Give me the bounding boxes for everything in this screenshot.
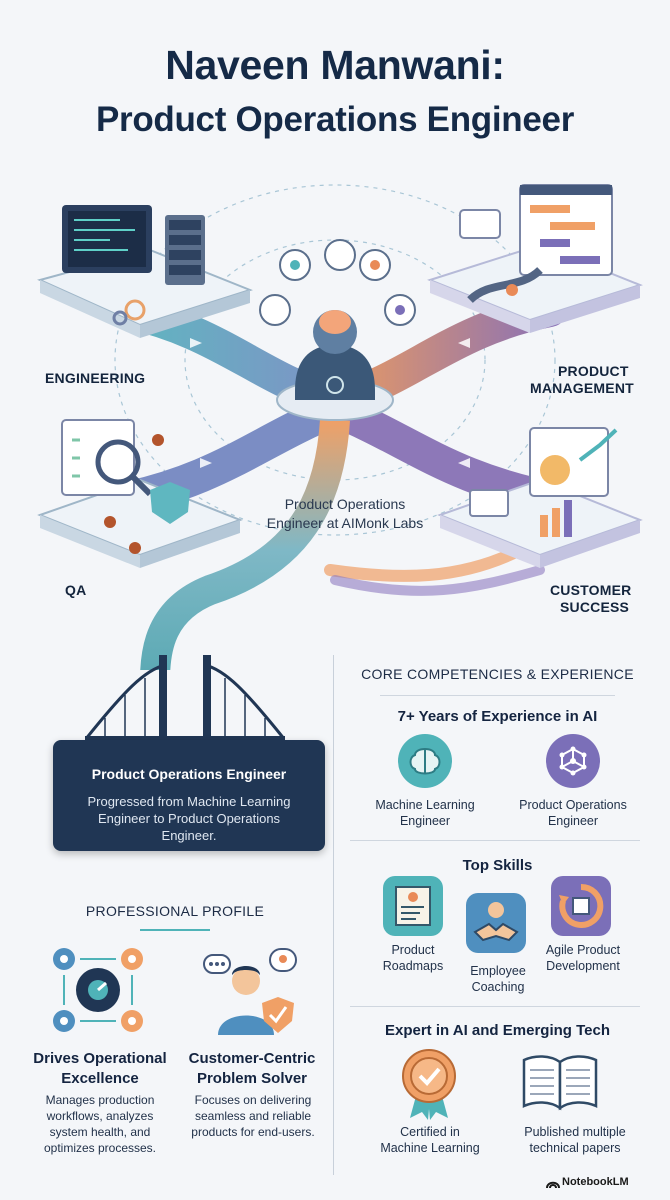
expert-title: Expert in AI and Emerging Tech bbox=[384, 1022, 611, 1039]
core-title: CORE COMPETENCIES & EXPERIENCE bbox=[361, 666, 634, 682]
role-po: Product Operations Engineer bbox=[503, 797, 643, 829]
skill-coaching: Employee Coaching bbox=[450, 963, 546, 995]
skill-agile-line-1: Agile Product bbox=[545, 943, 621, 957]
cust-heading-line-1: Customer-Centric bbox=[188, 1050, 316, 1067]
road-arrows bbox=[190, 338, 470, 468]
role-po-line-1: Product Operations bbox=[519, 798, 627, 812]
skill-coaching-line-1: Employee bbox=[470, 964, 526, 978]
papers-line-2: technical papers bbox=[529, 1141, 621, 1155]
cust-heading: Customer-Centric Problem Solver bbox=[172, 1049, 332, 1089]
skill-agile-line-2: Development bbox=[546, 959, 620, 973]
qa-platform bbox=[37, 419, 243, 568]
hub-label-cs-2: SUCCESS bbox=[560, 599, 630, 615]
gears-cycle-icon bbox=[53, 948, 143, 1032]
hub-label-engineering: ENGINEERING bbox=[45, 370, 146, 386]
ops-heading-line-1: Drives Operational bbox=[33, 1050, 167, 1067]
agile-cycle-icon bbox=[551, 876, 611, 936]
person-head-icon bbox=[276, 310, 394, 421]
skills-title: Top Skills bbox=[462, 857, 533, 874]
bridge-icon bbox=[85, 655, 285, 742]
brand-label: NotebookLM bbox=[562, 1176, 629, 1188]
papers: Published multiple technical papers bbox=[505, 1124, 645, 1156]
open-book-icon bbox=[522, 1055, 598, 1111]
notebooklm-logo-icon bbox=[546, 1181, 560, 1189]
center-label: Product Operations Engineer at AIMonk La… bbox=[250, 495, 440, 533]
skill-roadmaps-line-1: Product bbox=[391, 943, 435, 957]
ops-body: Manages production workflows, analyzes s… bbox=[43, 1093, 157, 1155]
roadmap-icon bbox=[383, 876, 443, 936]
hub-label-cs-1: CUSTOMER bbox=[550, 582, 632, 598]
skill-roadmaps-line-2: Roadmaps bbox=[382, 959, 444, 973]
certificate-badge-icon bbox=[402, 1049, 456, 1120]
experience-title: 7+ Years of Experience in AI bbox=[397, 708, 598, 725]
ops-heading: Drives Operational Excellence bbox=[20, 1049, 180, 1089]
hub-label-product-1: PRODUCT bbox=[558, 363, 629, 379]
product-platform bbox=[427, 184, 643, 333]
column-divider bbox=[333, 655, 334, 1175]
engineering-platform bbox=[37, 205, 253, 338]
cust-body: Focuses on delivering seamless and relia… bbox=[191, 1093, 315, 1139]
skill-agile: Agile Product Development bbox=[528, 942, 638, 974]
role-ml: Machine Learning Engineer bbox=[355, 797, 495, 829]
role-ml-line-2: Engineer bbox=[399, 814, 451, 828]
title-line-2: Product Operations Engineer bbox=[95, 100, 575, 139]
cert-ml-line-2: Machine Learning bbox=[380, 1141, 480, 1155]
profile-title: PROFESSIONAL PROFILE bbox=[85, 903, 265, 919]
role-card-body: Progressed from Machine Learning Enginee… bbox=[87, 794, 291, 843]
title-line-1: Naveen Manwani: bbox=[165, 42, 505, 88]
hub-illustration bbox=[37, 184, 643, 670]
role-po-line-2: Engineer bbox=[547, 814, 599, 828]
skills-rule bbox=[350, 1006, 640, 1007]
role-card-heading: Product Operations Engineer bbox=[91, 766, 287, 782]
role-ml-line-1: Machine Learning bbox=[375, 798, 475, 812]
profile-title-rule bbox=[140, 929, 210, 931]
cert-ml: Certified in Machine Learning bbox=[360, 1124, 500, 1156]
brain-icon bbox=[398, 734, 452, 788]
customer-support-icon bbox=[203, 948, 297, 1035]
network-icon bbox=[546, 734, 600, 788]
experience-rule bbox=[350, 840, 640, 841]
center-label-line-2: Engineer at AIMonk Labs bbox=[266, 515, 424, 531]
cert-ml-line-1: Certified in bbox=[400, 1125, 460, 1139]
cust-heading-line-2: Problem Solver bbox=[196, 1070, 308, 1087]
papers-line-1: Published multiple bbox=[524, 1125, 626, 1139]
orbit-arcs bbox=[114, 184, 556, 536]
customer-success-platform bbox=[437, 427, 643, 568]
hub-label-qa: QA bbox=[65, 582, 87, 598]
hub-label-product-2: MANAGEMENT bbox=[530, 380, 634, 396]
handshake-icon bbox=[466, 893, 526, 953]
skill-coaching-line-2: Coaching bbox=[471, 980, 525, 994]
ops-heading-line-2: Excellence bbox=[61, 1070, 139, 1087]
core-title-rule bbox=[380, 695, 615, 696]
role-card: Product Operations Engineer Progressed f… bbox=[53, 740, 325, 851]
skill-roadmaps: Product Roadmaps bbox=[365, 942, 461, 974]
center-label-line-1: Product Operations bbox=[284, 496, 406, 512]
